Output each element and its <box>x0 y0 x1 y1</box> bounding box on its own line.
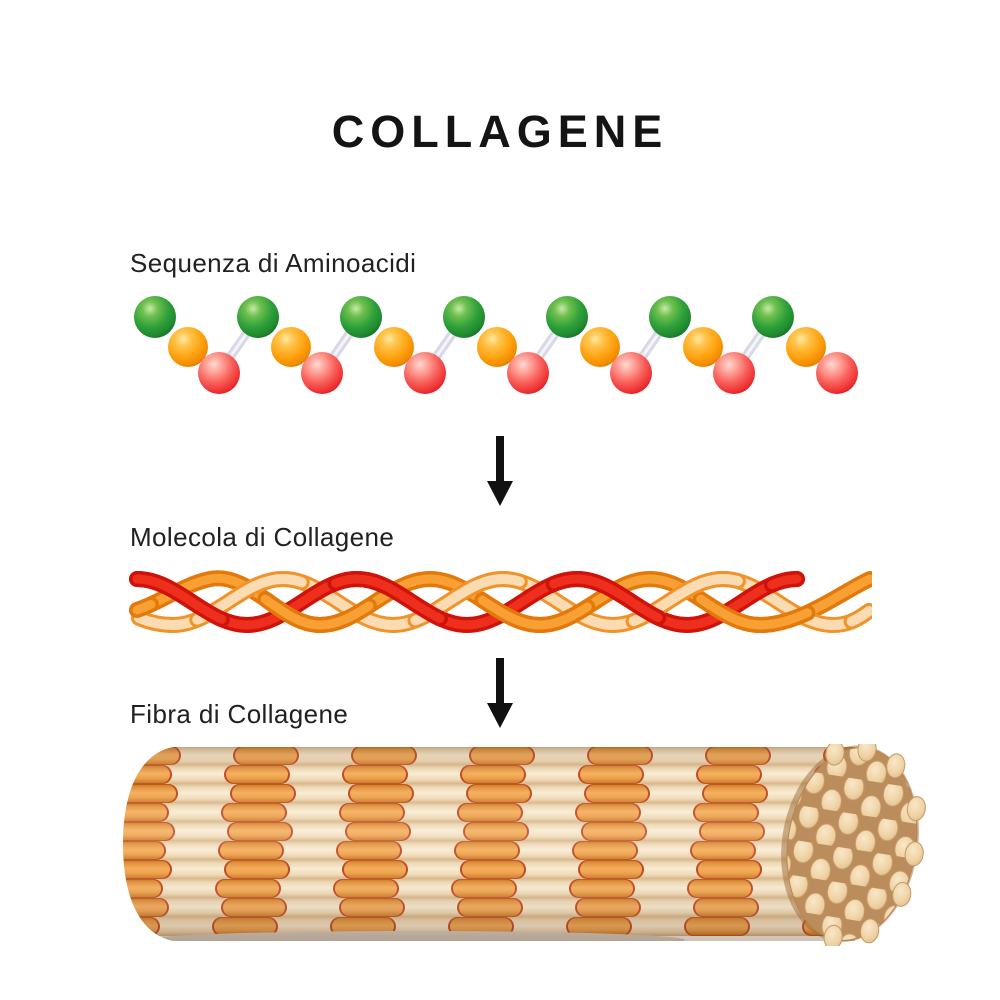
fiber-cross-section <box>781 744 926 946</box>
amino-acid-triplet <box>340 296 446 394</box>
amino-acid-triplet <box>237 296 343 394</box>
step-label-collagen-molecule: Molecola di Collagene <box>130 522 395 552</box>
down-arrow-icon <box>487 436 513 506</box>
amino-acid-triplet <box>546 296 652 394</box>
amino-acid-triplet <box>134 296 240 394</box>
page-title: COLLAGENE <box>331 106 669 157</box>
amino-acid-triplet <box>443 296 549 394</box>
fiber-cylinder-shading <box>123 747 855 941</box>
fiber-illustration <box>123 744 926 946</box>
amino-acid-triplet <box>752 296 858 394</box>
amino-acid-chain-illustration <box>134 296 858 394</box>
step-label-amino-acid-sequence: Sequenza di Aminoacidi <box>130 248 417 278</box>
triple-helix-illustration <box>127 558 872 653</box>
down-arrow-icon <box>487 658 513 728</box>
amino-acid-triplet <box>649 296 755 394</box>
protruding-fibril-ends <box>823 744 926 946</box>
step-label-collagen-fiber: Fibra di Collagene <box>130 699 349 729</box>
fiber-body-banded-rods <box>123 747 855 941</box>
